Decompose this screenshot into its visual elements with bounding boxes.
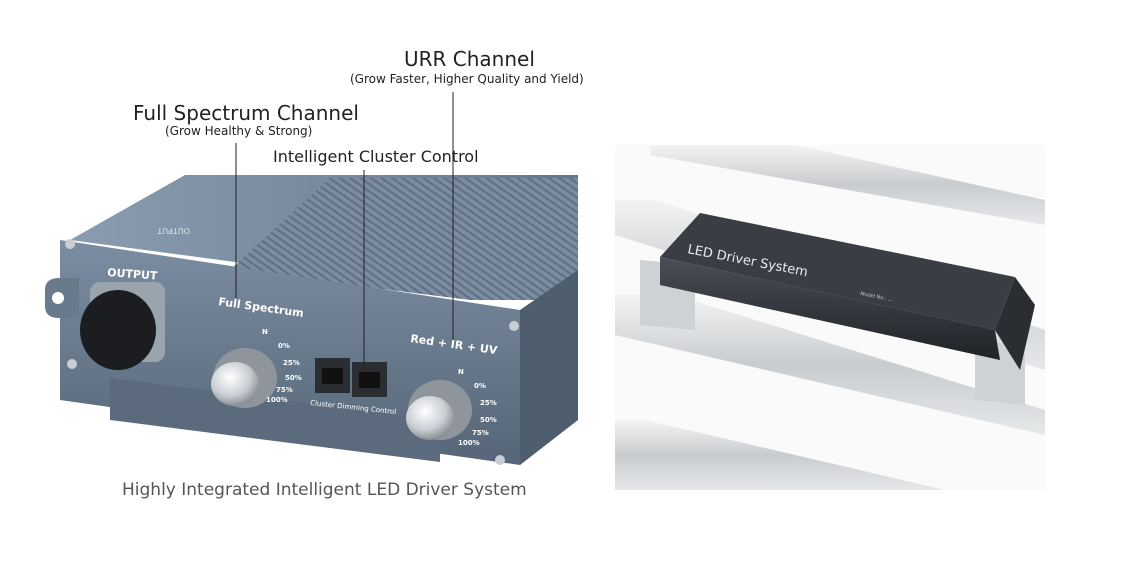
cluster-control-title: Intelligent Cluster Control: [273, 147, 479, 166]
figure-caption: Highly Integrated Intelligent LED Driver…: [122, 480, 527, 500]
knob2-scale-25: 25%: [480, 399, 497, 407]
driver-front-photo: OUTPUT OUTPUT Full Spectrum Red + IR + U…: [45, 92, 578, 465]
full-spectrum-title: Full Spectrum Channel: [133, 101, 359, 125]
urr-channel-subtitle: (Grow Faster, Higher Quality and Yield): [350, 72, 584, 86]
driver-on-rails-photo: LED Driver System Model No.: ...: [615, 145, 1045, 490]
knob2-scale-100: 100%: [458, 439, 480, 447]
knob1-scale-n: N: [262, 328, 268, 336]
knob1-scale-75: 75%: [276, 386, 293, 394]
full-spectrum-subtitle: (Grow Healthy & Strong): [165, 124, 313, 138]
knob2-scale-50: 50%: [480, 416, 497, 424]
knob2-scale-n: N: [458, 368, 464, 376]
knob2-scale-75: 75%: [472, 429, 489, 437]
output-rotated-label: OUTPUT: [157, 226, 190, 235]
knob1-scale-25: 25%: [283, 359, 300, 367]
knob1-scale-0: 0%: [278, 342, 290, 350]
knob1-scale-50: 50%: [285, 374, 302, 382]
output-label: OUTPUT: [107, 266, 159, 283]
urr-channel-title: URR Channel: [404, 47, 535, 71]
knob1-scale-100: 100%: [266, 396, 288, 404]
knob2-scale-0: 0%: [474, 382, 486, 390]
